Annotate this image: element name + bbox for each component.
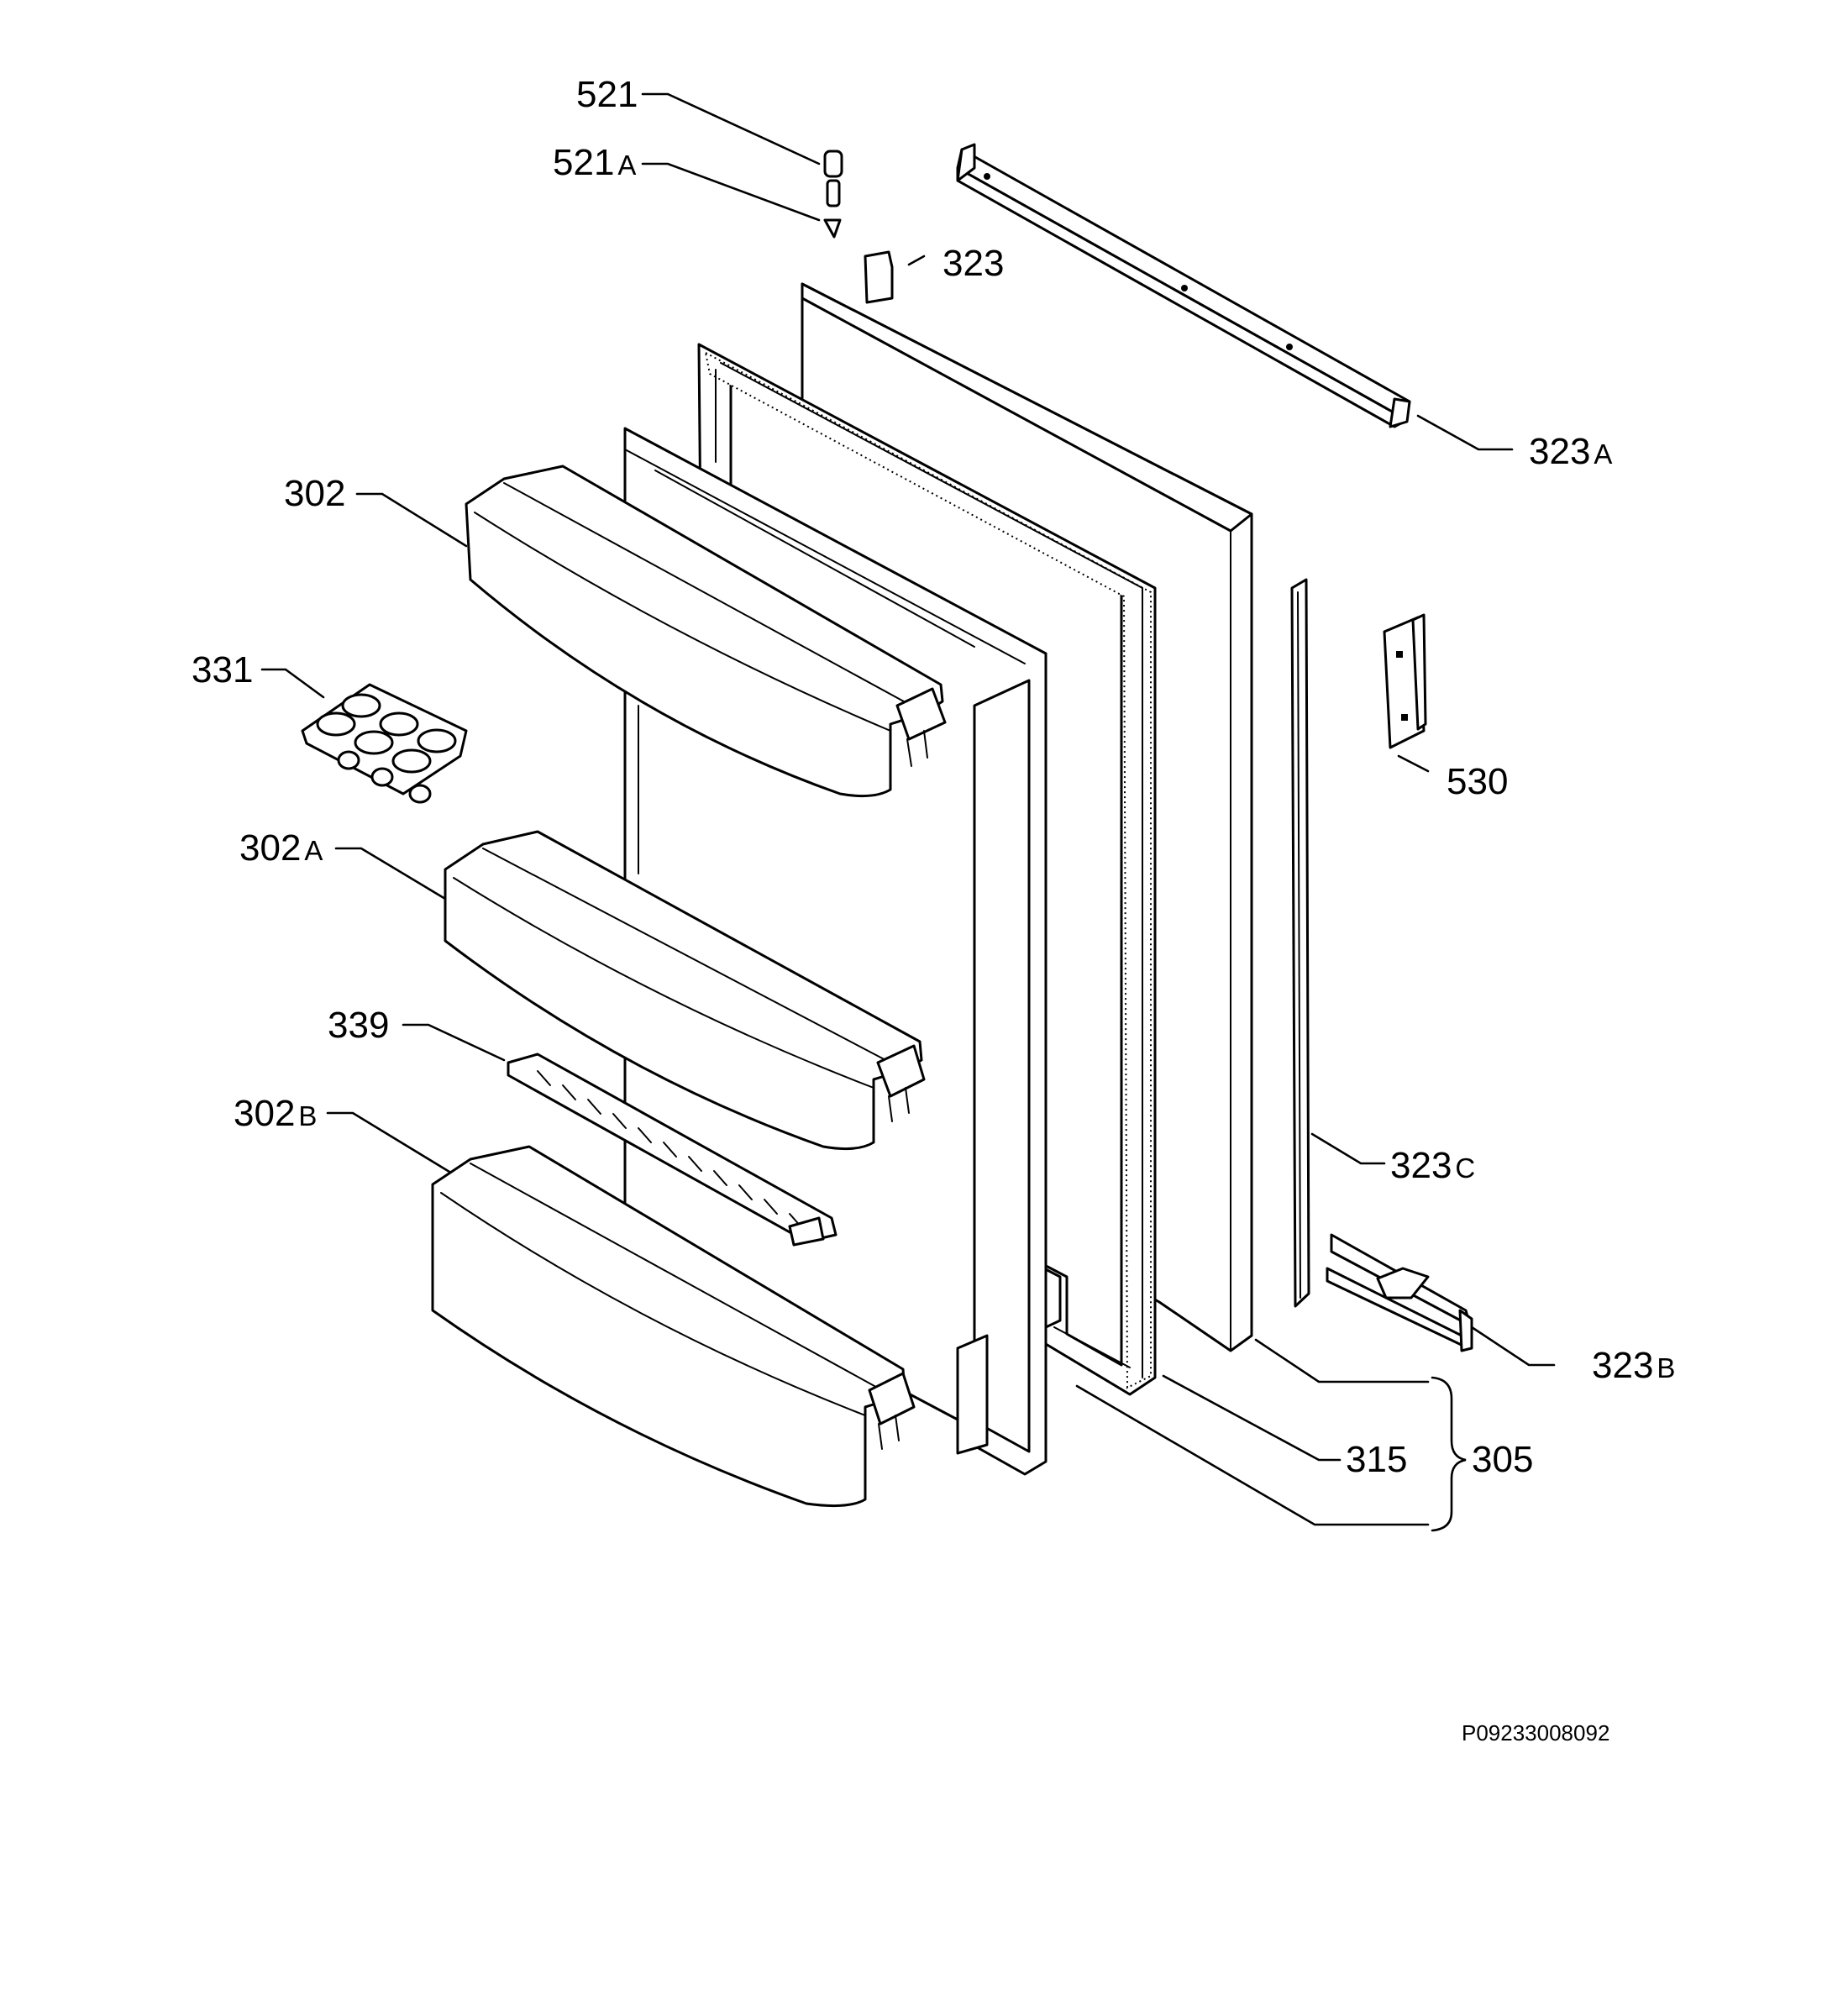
callout-302: 302 bbox=[284, 473, 345, 514]
bracket-530 bbox=[1383, 613, 1427, 749]
door-shelf-302b bbox=[431, 1145, 916, 1508]
callout-331: 331 bbox=[192, 649, 253, 690]
callout-315: 315 bbox=[1346, 1439, 1407, 1480]
egg-tray-331 bbox=[301, 683, 468, 804]
door-shelf-302a bbox=[444, 830, 926, 1151]
bottle-rack-339 bbox=[507, 1053, 837, 1247]
vertical-trim-323 bbox=[864, 250, 894, 304]
bottom-hinge-323b bbox=[1326, 1233, 1473, 1352]
callout-305: 305 bbox=[1472, 1439, 1533, 1480]
drawing-code: P09233008092 bbox=[1462, 1720, 1609, 1746]
callout-530: 530 bbox=[1447, 761, 1508, 802]
callout-339: 339 bbox=[328, 1005, 389, 1046]
hinge-pin-521 bbox=[823, 150, 843, 239]
door-shelf-302 bbox=[465, 465, 947, 798]
side-strip-323c bbox=[1290, 578, 1310, 1308]
callout-323: 323 bbox=[943, 243, 1004, 284]
callout-521: 521 bbox=[576, 74, 638, 115]
top-hinge-rail bbox=[956, 143, 1411, 428]
leader-lines bbox=[260, 92, 1556, 1532]
